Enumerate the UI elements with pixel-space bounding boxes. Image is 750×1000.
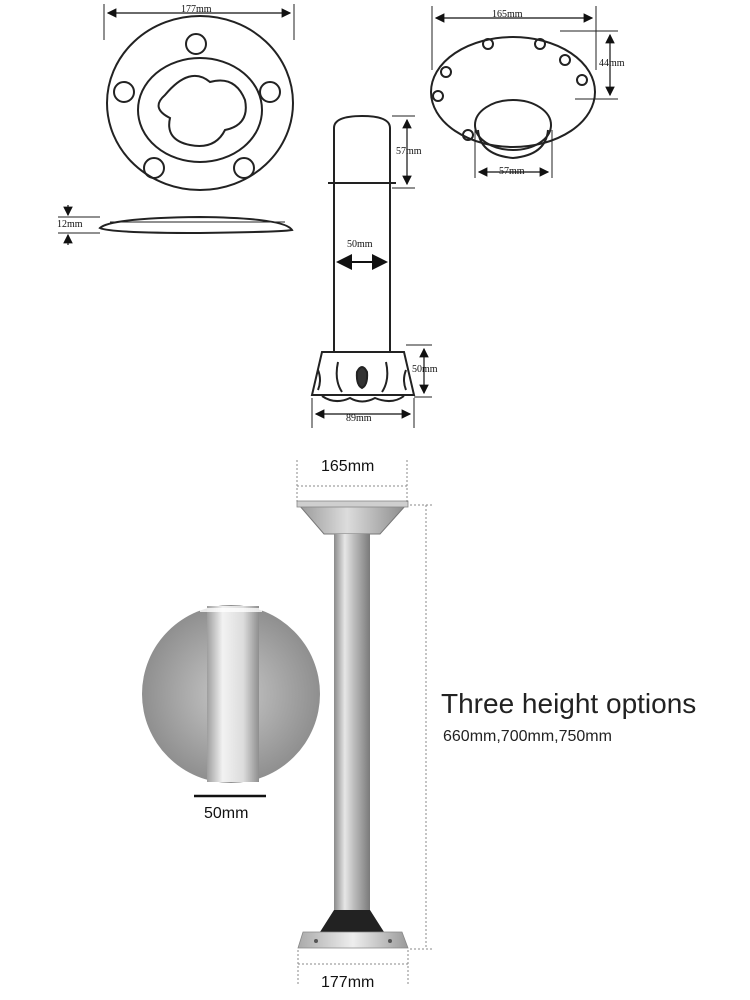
flange-persp-width-dimension xyxy=(431,6,597,70)
flange-persp-width-label: 165mm xyxy=(492,9,523,20)
tube-diameter-label: 50mm xyxy=(347,239,373,250)
height-options-values: 660mm,700mm,750mm xyxy=(443,728,612,745)
flange-persp-height-label: 44mm xyxy=(599,58,625,69)
base-height-label: 50mm xyxy=(412,364,438,375)
base-height-dimension xyxy=(406,344,432,398)
flange-persp-height-dimension xyxy=(560,30,618,100)
flange-bore-label: 57mm xyxy=(499,166,525,177)
tube-cross-section xyxy=(142,605,320,798)
flange-width-dimension xyxy=(103,4,295,40)
flange-top-view xyxy=(106,15,294,191)
height-options-heading: Three height options xyxy=(441,688,697,719)
flange-perspective-view xyxy=(430,36,596,160)
photo-top-width-dimension xyxy=(296,460,408,502)
flange-width-label: 177mm xyxy=(181,4,212,15)
photo-bottom-width-label: 177mm xyxy=(321,974,375,991)
flange-thickness-label: 12mm xyxy=(57,219,83,230)
photo-bottom-width-dimension xyxy=(297,950,409,984)
cross-section-diameter-label: 50mm xyxy=(204,805,249,822)
flange-thickness-dimension xyxy=(58,205,100,245)
flange-side-view xyxy=(98,215,294,235)
tube-top-height-label: 57mm xyxy=(396,146,422,157)
base-width-dimension xyxy=(311,398,415,428)
flange-bore-dimension xyxy=(474,130,553,178)
tube-top-height-dimension xyxy=(392,115,415,189)
photo-top-width-label: 165mm xyxy=(321,458,375,475)
tube-drawing xyxy=(310,114,416,403)
base-width-label: 89mm xyxy=(346,413,372,424)
photo-height-dimension xyxy=(410,504,432,950)
table-pedestal-photo xyxy=(296,500,409,949)
